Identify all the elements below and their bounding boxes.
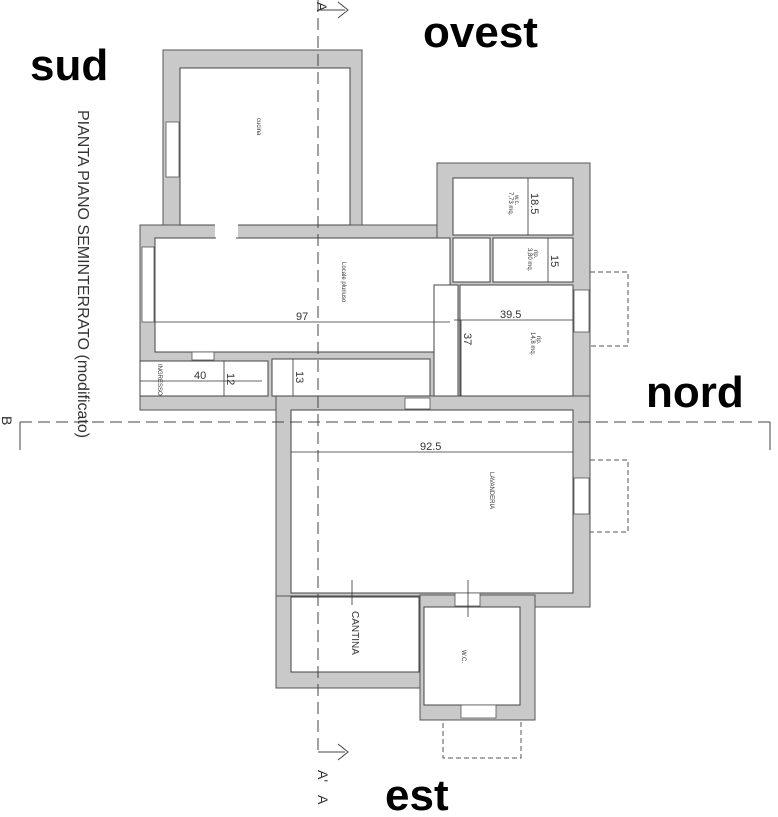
section-mark-b: B xyxy=(0,416,15,425)
label-cantina: CANTINA xyxy=(349,611,360,655)
dim-92-5: 92.5 xyxy=(420,441,441,453)
balconies xyxy=(442,271,629,759)
compass-nord: nord xyxy=(646,368,744,417)
label-cucina: cucina xyxy=(255,118,261,136)
label-lavanderia: LAVANDERIA xyxy=(488,472,494,509)
label-wc-lower: W.C. xyxy=(460,650,466,663)
label-locale-pluriuso: Locale pluriuso xyxy=(340,262,346,303)
compass-ovest: ovest xyxy=(423,8,538,57)
dim-39-5: 39.5 xyxy=(500,309,521,321)
rooms xyxy=(139,67,574,706)
label-ingresso: INGRESSO xyxy=(156,364,162,396)
dim-12: 12 xyxy=(224,373,236,385)
room-cantina xyxy=(290,596,420,673)
label-rip-small-area: 3,80 mq. xyxy=(526,248,532,272)
room-rip-small xyxy=(492,237,574,283)
room-wc-lower xyxy=(423,606,521,706)
section-mark-a-top: A xyxy=(314,2,330,12)
dim-40: 40 xyxy=(194,370,206,382)
room-wc-upper xyxy=(452,177,574,236)
room-hall xyxy=(271,358,431,397)
label-rip-small: rip. xyxy=(532,250,538,259)
plan-title: PIANTA PIANO SEMINTERRATO (modificato) xyxy=(74,110,91,438)
label-rip-big: rip. xyxy=(535,336,541,345)
dim-13: 13 xyxy=(293,371,305,383)
windows xyxy=(141,121,590,719)
room-rip-big xyxy=(459,284,574,397)
room-lavanderia xyxy=(290,409,574,594)
label-wc-upper-area: 7,73 mq. xyxy=(507,192,513,216)
room-cucina xyxy=(179,67,351,226)
room-corridor xyxy=(452,237,491,283)
dim-15: 15 xyxy=(548,255,560,267)
compass-sud: sud xyxy=(30,41,108,90)
dim-18-5: 18.5 xyxy=(528,193,540,214)
section-mark-a-bottom: A xyxy=(315,795,331,805)
dimension-lines xyxy=(140,178,573,617)
dim-37: 37 xyxy=(461,333,473,345)
label-rip-big-area: 14,8 mq. xyxy=(529,332,535,356)
section-lines xyxy=(19,0,771,761)
room-ingresso xyxy=(139,360,269,397)
section-mark-a-prime: A' xyxy=(315,770,331,782)
room-passage xyxy=(433,284,459,397)
label-wc-upper: w.c. xyxy=(513,194,519,206)
room-locale-pluriuso xyxy=(154,237,451,353)
compass-est: est xyxy=(385,771,449,817)
dim-97: 97 xyxy=(296,311,308,323)
